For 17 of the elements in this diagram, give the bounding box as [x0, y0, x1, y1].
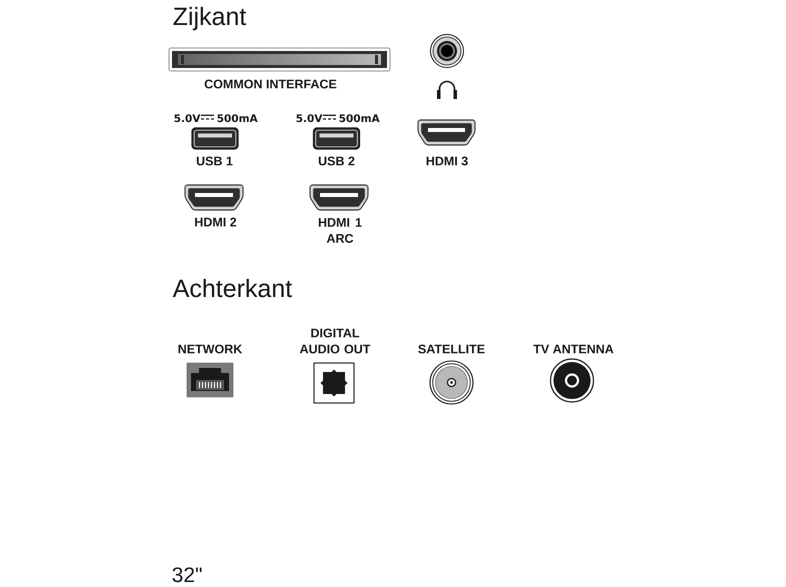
port-label: HDMI 1 ARC: [318, 218, 362, 243]
section-heading: Zijkant: [174, 6, 246, 30]
port-label: DIGITAL AUDIO OUT: [300, 328, 370, 354]
port-label: COMMON INTERFACE: [204, 80, 336, 88]
rating-label: 500mA: [218, 114, 258, 122]
port-label: HDMI 2: [195, 218, 236, 226]
port-label: USB 2: [318, 156, 354, 166]
port-label: USB 1: [196, 156, 233, 166]
port-label: SATELLITE: [418, 344, 485, 354]
port-label: NETWORK: [178, 344, 242, 354]
port-label: TV ANTENNA: [533, 344, 614, 354]
rating-label: 500mA: [340, 114, 380, 122]
section-heading: Achterkant: [172, 278, 292, 298]
port-label: HDMI 3: [426, 156, 468, 166]
rating-label: 5.0V: [296, 114, 322, 122]
rating-label: 5.0V: [174, 114, 200, 122]
size-label: 32": [172, 567, 202, 582]
